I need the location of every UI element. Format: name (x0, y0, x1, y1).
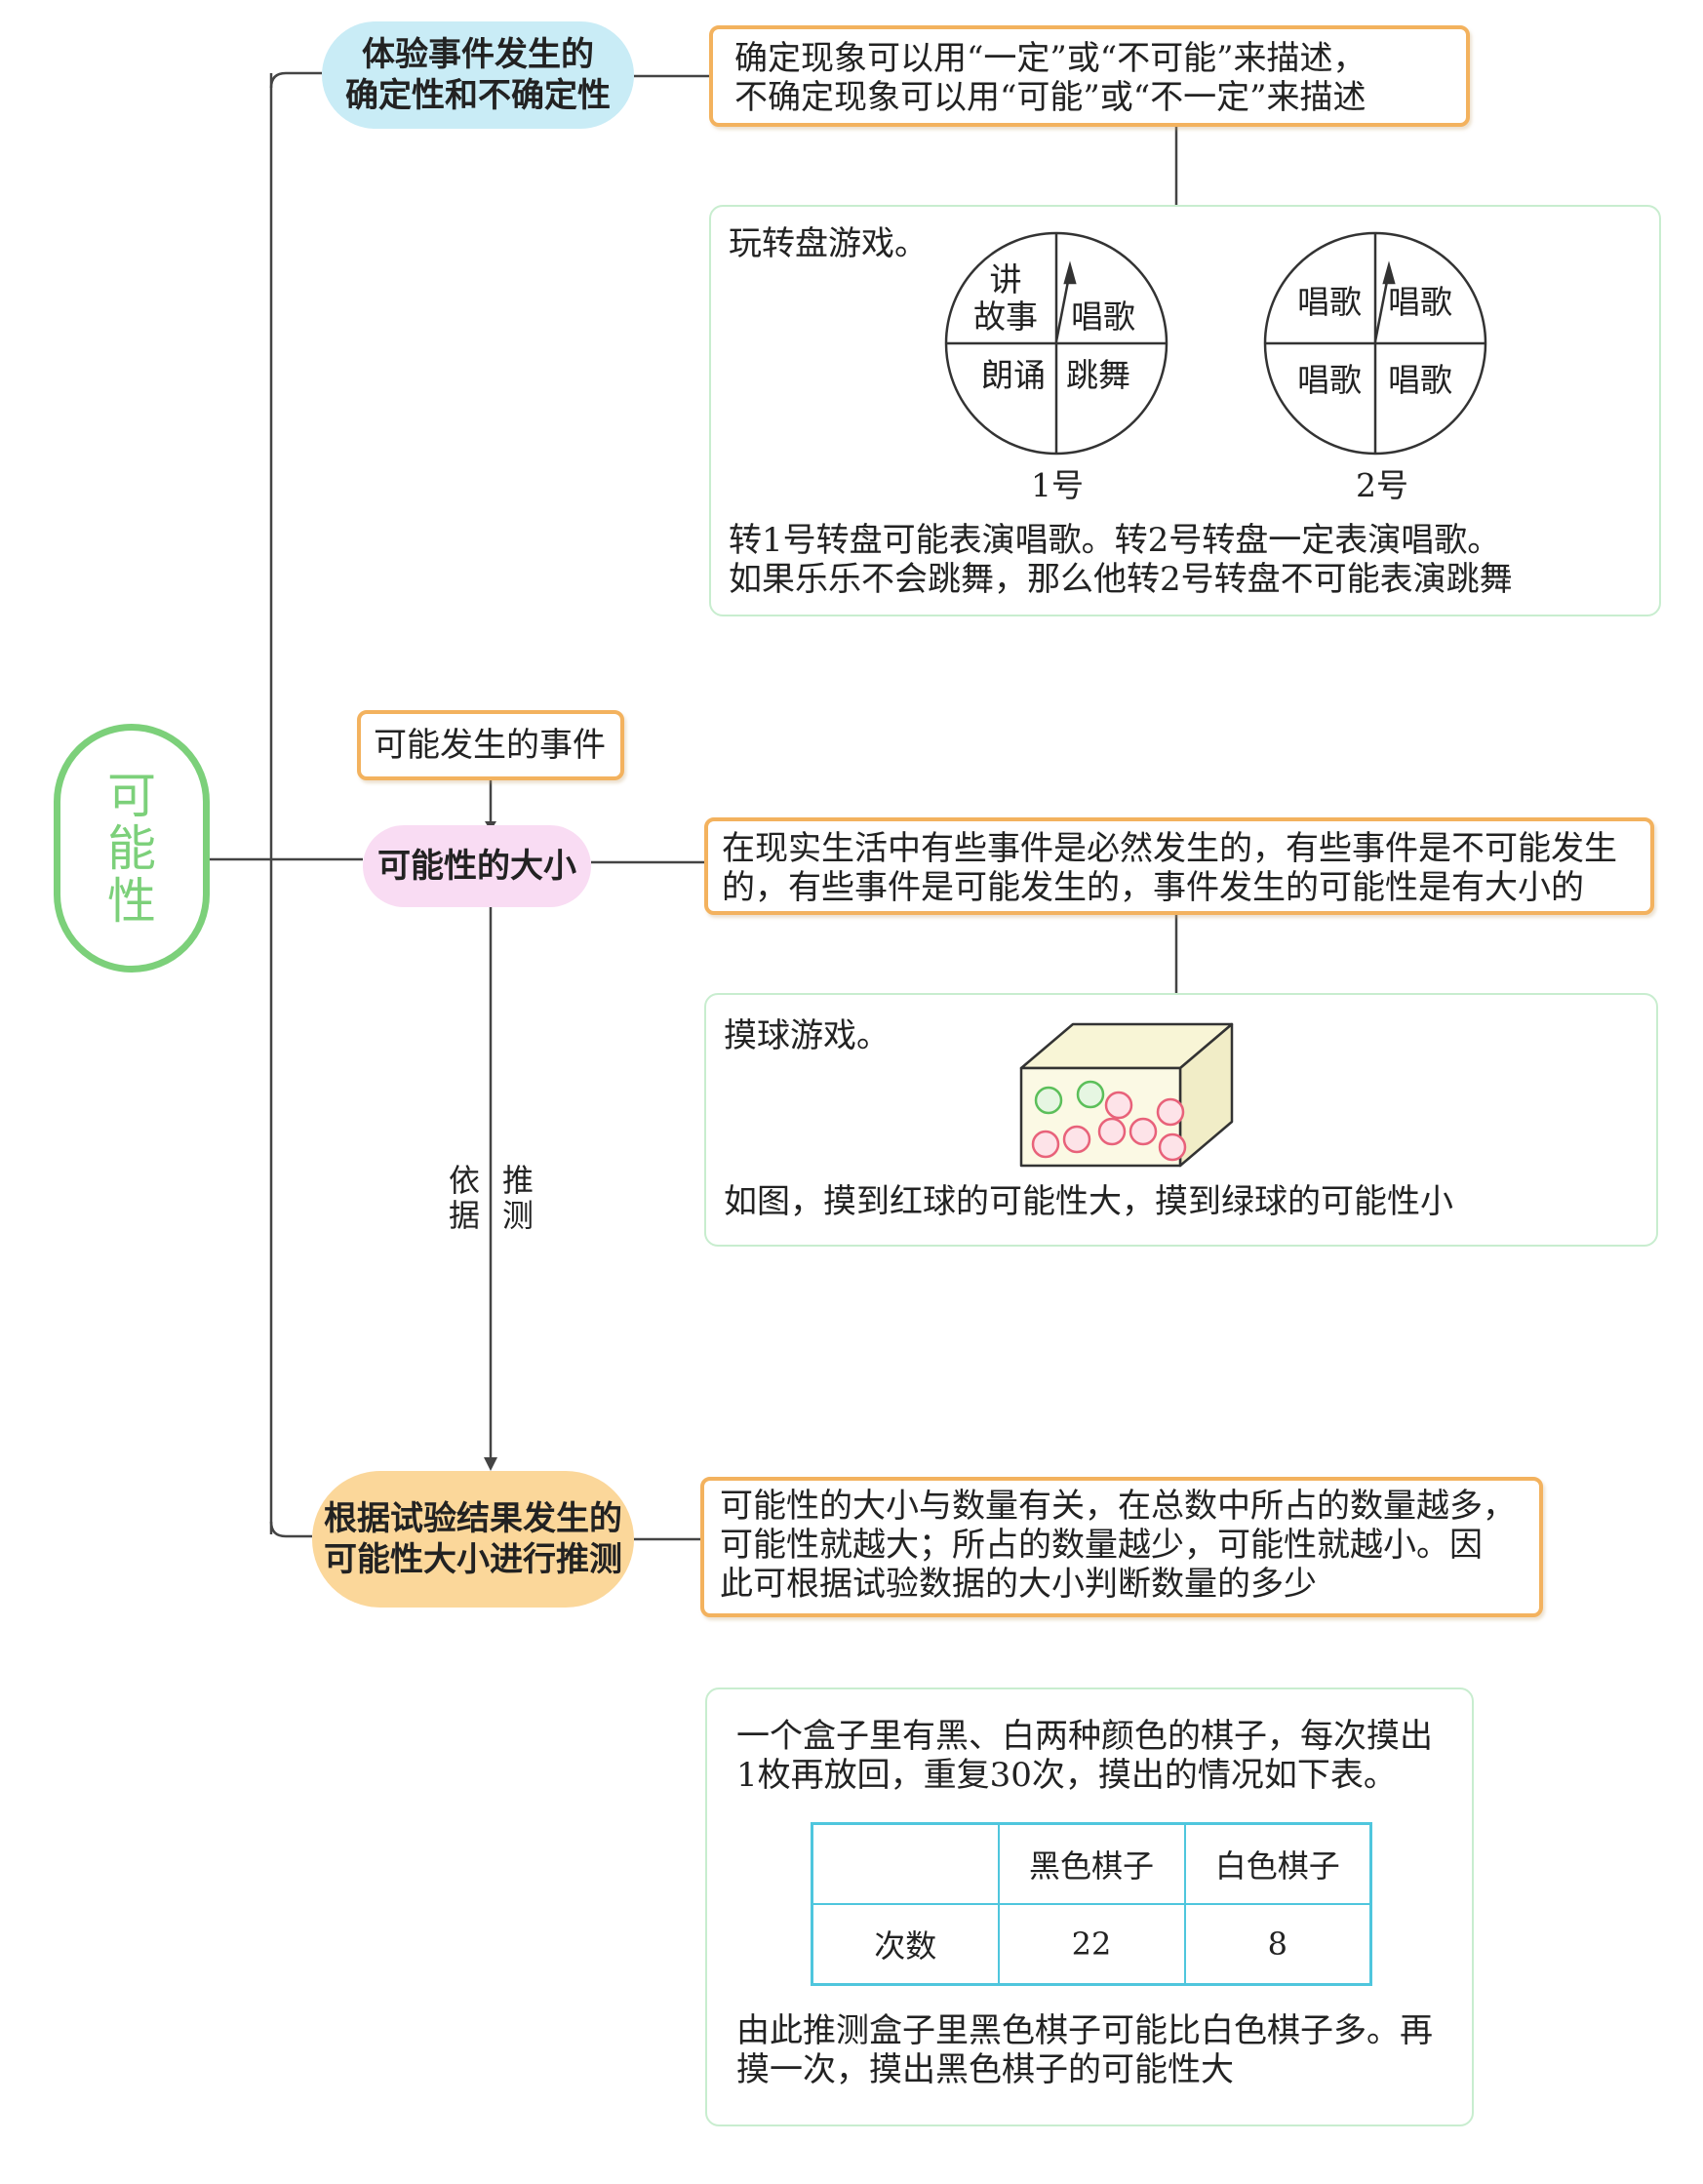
table-header-corner (812, 1824, 999, 1905)
spinner2-sector-bottom-right: 唱歌 (1388, 361, 1452, 400)
spinner2-sector-bottom-left: 唱歌 (1297, 361, 1362, 400)
spinner-intro: 玩转盘游戏。 (729, 224, 928, 263)
desc-inference-text: 可能性的大小与数量有关，在总数中所占的数量越多， 可能性就越大；所占的数量越少，… (720, 1487, 1516, 1604)
spinner2-sector-top-left: 唱歌 (1297, 283, 1362, 322)
root-title: 可能性 (104, 770, 159, 928)
desc-certainty-text: 确定现象可以用“一定”或“不可能”来描述， 不确定现象可以用“可能”或“不一定”… (734, 39, 1366, 117)
desc-certainty: 确定现象可以用“一定”或“不可能”来描述， 不确定现象可以用“可能”或“不一定”… (709, 25, 1470, 127)
spinner2-sector-top-right: 唱歌 (1388, 283, 1452, 322)
desc-possibility-size: 在现实生活中有些事件是必然发生的，有些事件是不可能发生 的，有些事件是可能发生的… (704, 817, 1654, 915)
table-header-black: 黑色棋子 (999, 1824, 1185, 1905)
spinner2-caption: 2号 (1356, 466, 1408, 505)
table-row: 次数 22 8 (812, 1904, 1371, 1985)
panel-ball-example: 摸球游戏。 如图，摸到红球的可能性大，摸到绿球的可能性小 (704, 993, 1658, 1247)
spinner1-sector-bottom-right: 跳舞 (1066, 356, 1130, 395)
desc-inference: 可能性的大小与数量有关，在总数中所占的数量越多， 可能性就越大；所占的数量越少，… (700, 1477, 1543, 1617)
spinner1-caption: 1号 (1031, 466, 1084, 505)
table-cell-black-count: 22 (999, 1904, 1185, 1985)
spinner1-sector-top-left: 讲 故事 (973, 261, 1038, 336)
spinner1-sector-bottom-left: 朗诵 (981, 356, 1046, 395)
table-row-label: 次数 (812, 1904, 999, 1985)
root-node: 可能性 (54, 724, 210, 973)
table-header-row: 黑色棋子 白色棋子 (812, 1824, 1371, 1905)
node-certainty: 体验事件发生的 确定性和不确定性 (322, 21, 634, 129)
desc-possibility-size-text: 在现实生活中有些事件是必然发生的，有些事件是不可能发生 的，有些事件是可能发生的… (722, 829, 1617, 907)
chess-conclusion: 由此推测盒子里黑色棋子可能比白色棋子多。再 摸一次，摸出黑色棋子的可能性大 (736, 2011, 1433, 2089)
table-cell-white-count: 8 (1185, 1904, 1371, 1985)
node-inference-label: 根据试验结果发生的 可能性大小进行推测 (324, 1498, 622, 1580)
arrow-label-infer: 推测 (500, 1163, 535, 1233)
panel-spinner-example: 玩转盘游戏。 转1号转盘可能表演唱歌。转2号转盘一定表演唱歌。 如果乐乐不会跳舞… (709, 205, 1661, 616)
down-arrowhead (484, 1457, 497, 1471)
table-header-white: 白色棋子 (1185, 1824, 1371, 1905)
spinner-conclusion: 转1号转盘可能表演唱歌。转2号转盘一定表演唱歌。 如果乐乐不会跳舞，那么他转2号… (729, 521, 1513, 599)
pre-node-possible-events: 可能发生的事件 (357, 710, 624, 780)
pre-node-label: 可能发生的事件 (374, 726, 606, 765)
arrow-label-basis: 依据 (447, 1163, 482, 1233)
ball-conclusion: 如图，摸到红球的可能性大，摸到绿球的可能性小 (724, 1182, 1453, 1221)
node-inference: 根据试验结果发生的 可能性大小进行推测 (312, 1471, 634, 1608)
node-certainty-label: 体验事件发生的 确定性和不确定性 (345, 34, 611, 116)
chess-result-table: 黑色棋子 白色棋子 次数 22 8 (811, 1822, 1372, 1986)
ball-intro: 摸球游戏。 (724, 1016, 890, 1055)
chess-intro: 一个盒子里有黑、白两种颜色的棋子，每次摸出 1枚再放回，重复30次，摸出的情况如… (736, 1717, 1433, 1795)
node-possibility-size-label: 可能性的大小 (377, 846, 576, 887)
spinner1-sector-top-right: 唱歌 (1071, 298, 1135, 337)
node-possibility-size: 可能性的大小 (363, 825, 591, 907)
